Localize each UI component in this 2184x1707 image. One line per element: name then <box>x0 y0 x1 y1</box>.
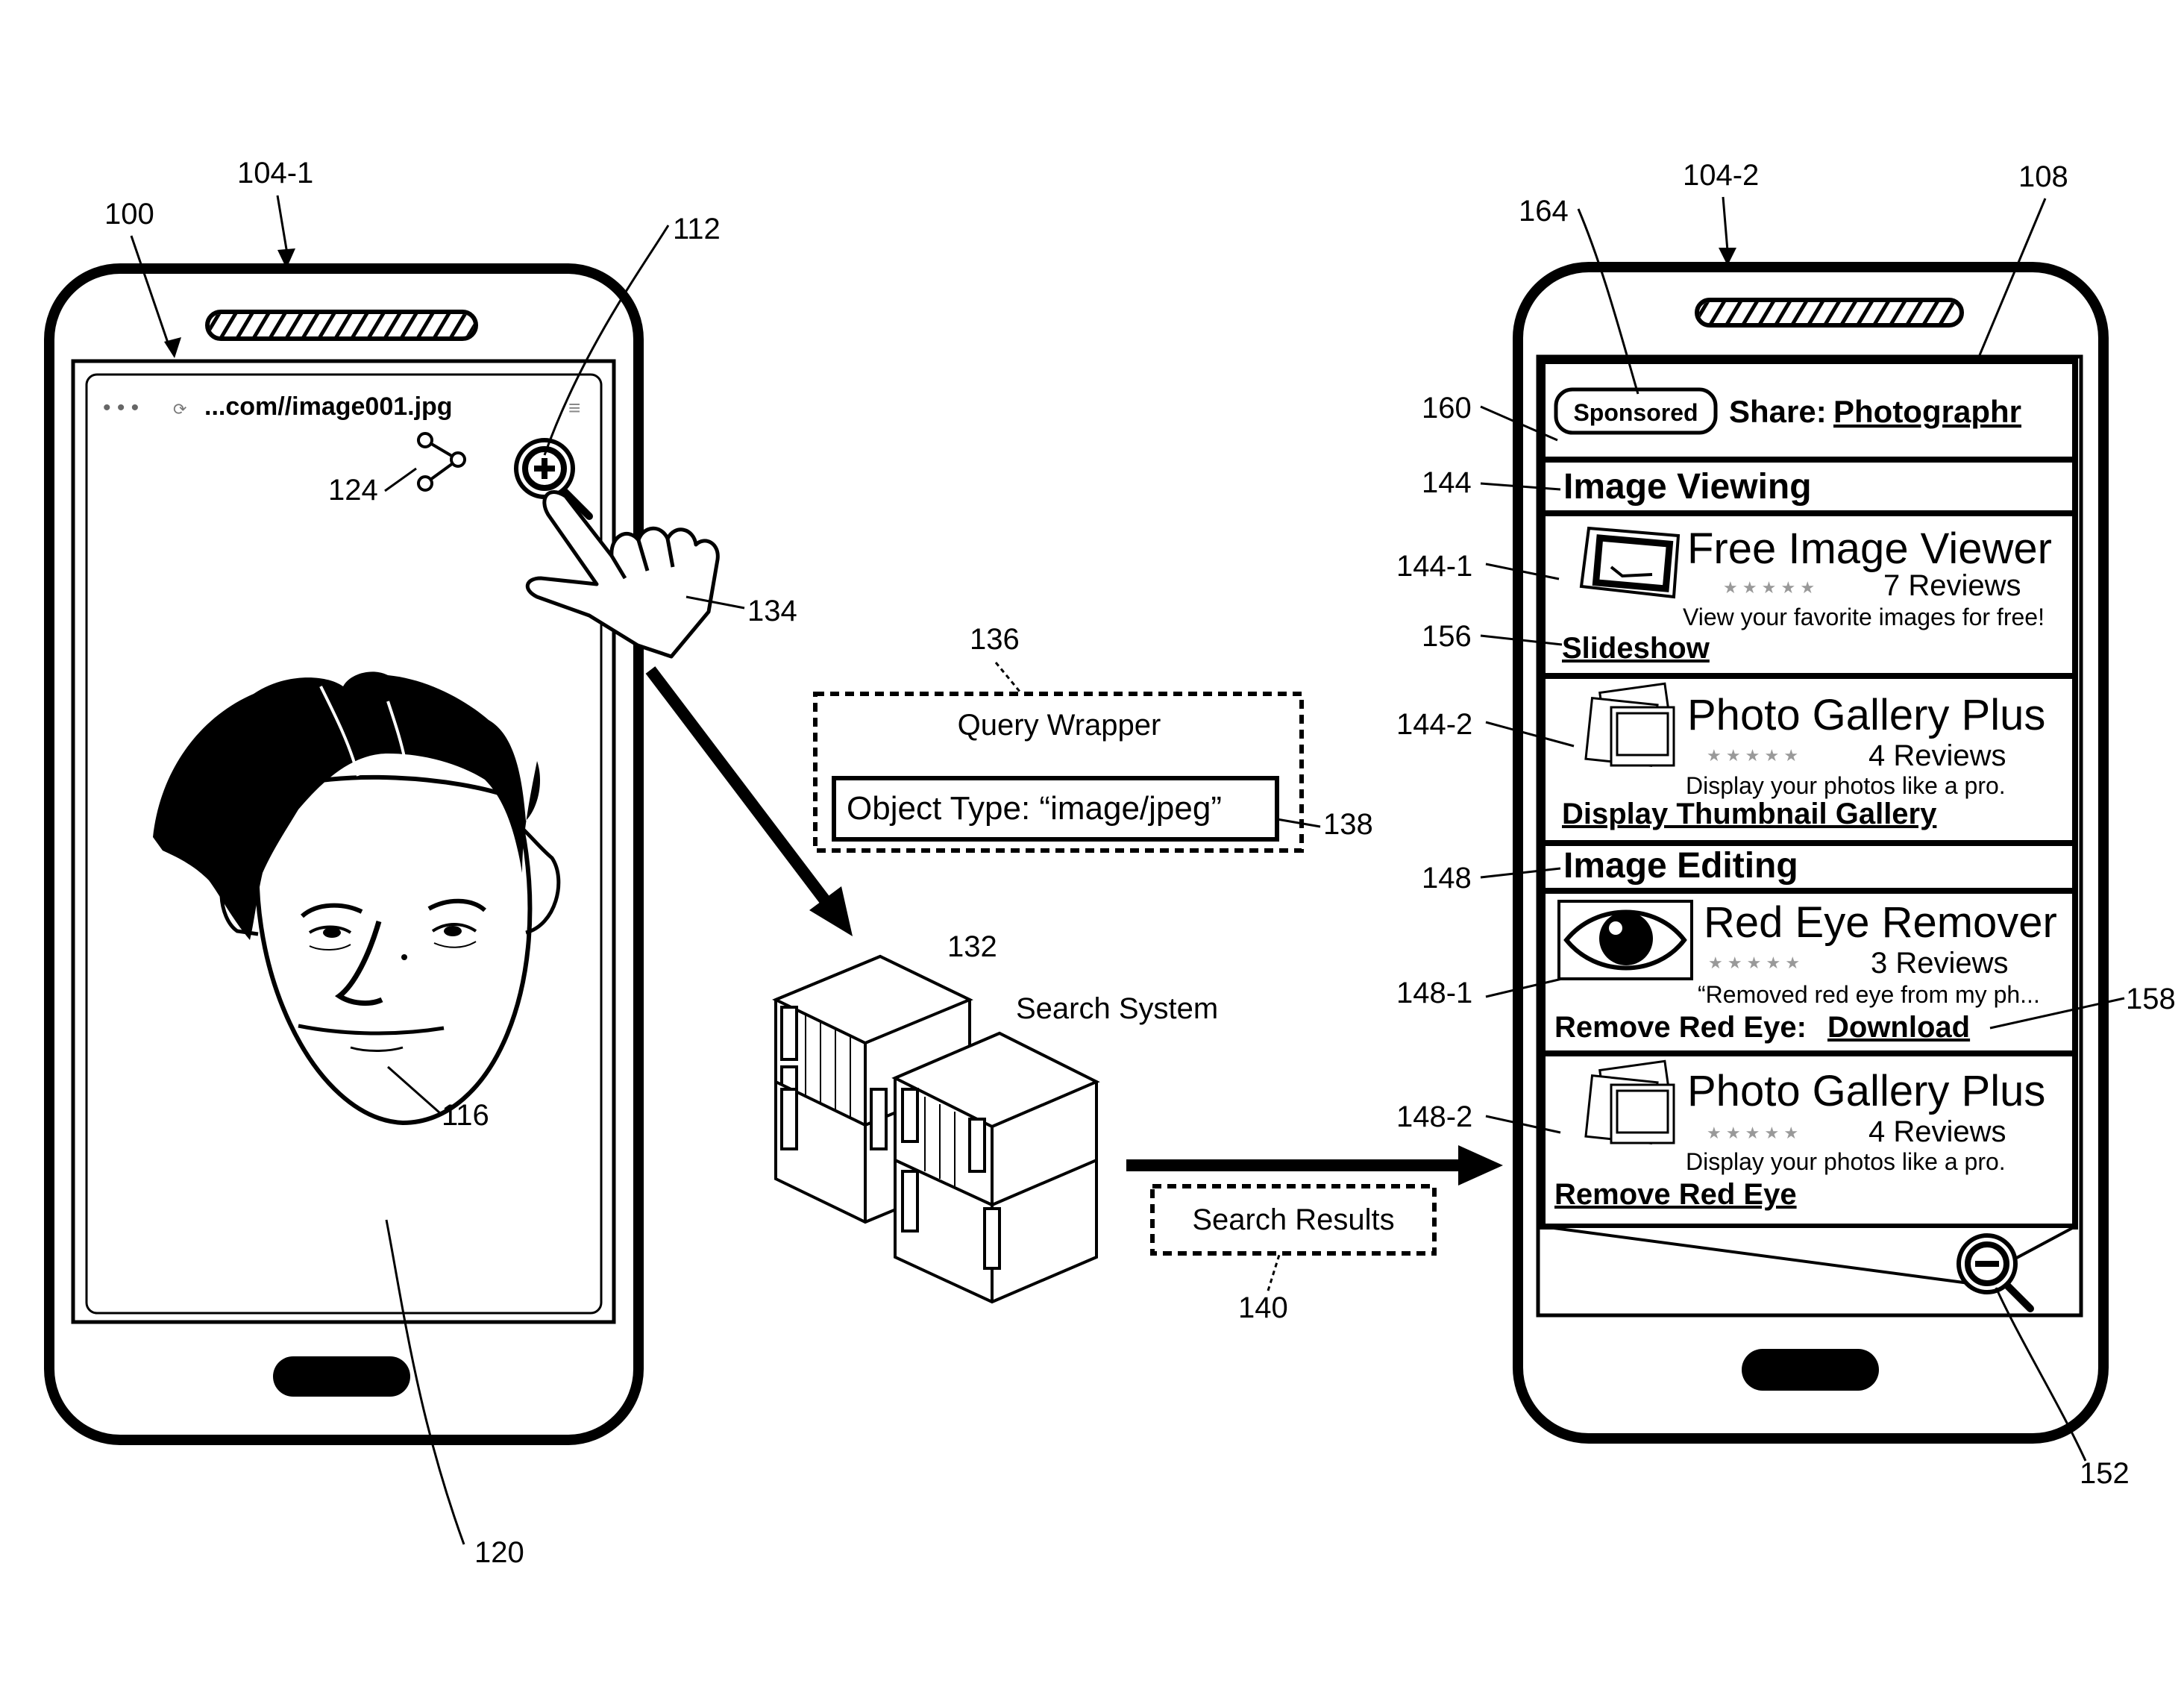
app-reviews: 4 Reviews <box>1868 1115 2006 1148</box>
ref-label: 104-2 <box>1683 159 1759 192</box>
app-title[interactable]: Free Image Viewer <box>1687 524 2052 573</box>
ref-label: 108 <box>2018 160 2068 193</box>
app-description: Display your photos like a pro. <box>1686 1148 2006 1175</box>
section-heading-image-viewing: Image Viewing <box>1563 467 1812 507</box>
ref-label: 160 <box>1422 392 1472 425</box>
ref-label: 120 <box>474 1536 524 1569</box>
app-reviews: 7 Reviews <box>1883 569 2021 602</box>
app-description: View your favorite images for free! <box>1683 604 2045 630</box>
thumbnail-gallery-link[interactable]: Display Thumbnail Gallery <box>1562 798 1937 830</box>
app-title[interactable]: Photo Gallery Plus <box>1687 691 2045 739</box>
ref-label: 140 <box>1238 1291 1288 1324</box>
eye-icon <box>1559 901 1692 979</box>
object-type-text: Object Type: “image/jpeg” <box>847 790 1222 827</box>
arrow-to-search-system <box>650 670 853 936</box>
rating-stars: ★ ★ ★ ★ ★ <box>1707 1124 1798 1142</box>
ref-label: 144 <box>1422 466 1472 499</box>
rating-stars: ★ ★ ★ ★ ★ <box>1707 746 1798 765</box>
app-reviews: 4 Reviews <box>1868 739 2006 772</box>
share-link[interactable]: Photographr <box>1833 394 2021 429</box>
ref-label: 134 <box>747 595 797 627</box>
ref-label: 132 <box>947 930 997 963</box>
ref-label: 116 <box>442 1099 489 1132</box>
ref-label: 148-2 <box>1396 1100 1472 1133</box>
browser-url[interactable]: ...com//image001.jpg <box>204 392 453 421</box>
ref-label: 148-1 <box>1396 977 1472 1009</box>
remove-red-eye-prefix: Remove Red Eye: <box>1554 1011 1807 1044</box>
ref-label: 148 <box>1422 862 1472 895</box>
browser-dots[interactable]: • • • <box>103 395 139 420</box>
image-frame-icon <box>1581 528 1678 597</box>
app-title[interactable]: Photo Gallery Plus <box>1687 1067 2045 1115</box>
search-system-label: Search System <box>1016 992 1218 1025</box>
arrow-to-results <box>1126 1145 1503 1185</box>
browser-menu-icon[interactable]: ≡ <box>568 396 580 419</box>
ref-label: 144-2 <box>1396 708 1472 741</box>
sponsored-badge-label: Sponsored <box>1573 399 1698 426</box>
home-button[interactable] <box>273 1356 410 1397</box>
search-results-label: Search Results <box>1192 1203 1394 1236</box>
ref-label: 158 <box>2126 983 2176 1015</box>
download-link[interactable]: Download <box>1827 1011 1970 1044</box>
ref-label: 156 <box>1422 620 1472 653</box>
slideshow-link[interactable]: Slideshow <box>1562 632 1710 665</box>
section-heading-image-editing: Image Editing <box>1563 846 1798 886</box>
share-prefix: Share: <box>1729 394 1827 429</box>
home-button[interactable] <box>1742 1349 1879 1391</box>
speaker-grille <box>1697 300 1962 325</box>
app-description: Display your photos like a pro. <box>1686 772 2006 799</box>
remove-red-eye-link[interactable]: Remove Red Eye <box>1554 1178 1797 1211</box>
query-wrapper-title: Query Wrapper <box>958 709 1161 742</box>
ref-label: 104-1 <box>237 157 313 190</box>
search-results-box: Search Results <box>1152 1186 1434 1253</box>
app-title[interactable]: Red Eye Remover <box>1704 898 2057 947</box>
query-wrapper-box: Query Wrapper Object Type: “image/jpeg” <box>815 694 1302 851</box>
rating-stars: ★ ★ ★ ★ ★ <box>1723 578 1815 597</box>
app-reviews: 3 Reviews <box>1871 947 2009 980</box>
rating-stars: ★ ★ ★ ★ ★ <box>1708 953 1800 972</box>
ref-label: 138 <box>1323 808 1373 841</box>
ref-label: 152 <box>2080 1457 2130 1490</box>
ref-label: 100 <box>104 198 154 231</box>
ref-label: 112 <box>673 213 721 245</box>
ref-label: 164 <box>1519 195 1569 228</box>
ref-label: 144-1 <box>1396 550 1472 583</box>
app-description: “Removed red eye from my ph... <box>1698 981 2040 1008</box>
ref-label: 124 <box>328 474 378 507</box>
reload-icon[interactable]: ⟳ <box>173 400 186 419</box>
ref-label: 136 <box>970 623 1020 656</box>
